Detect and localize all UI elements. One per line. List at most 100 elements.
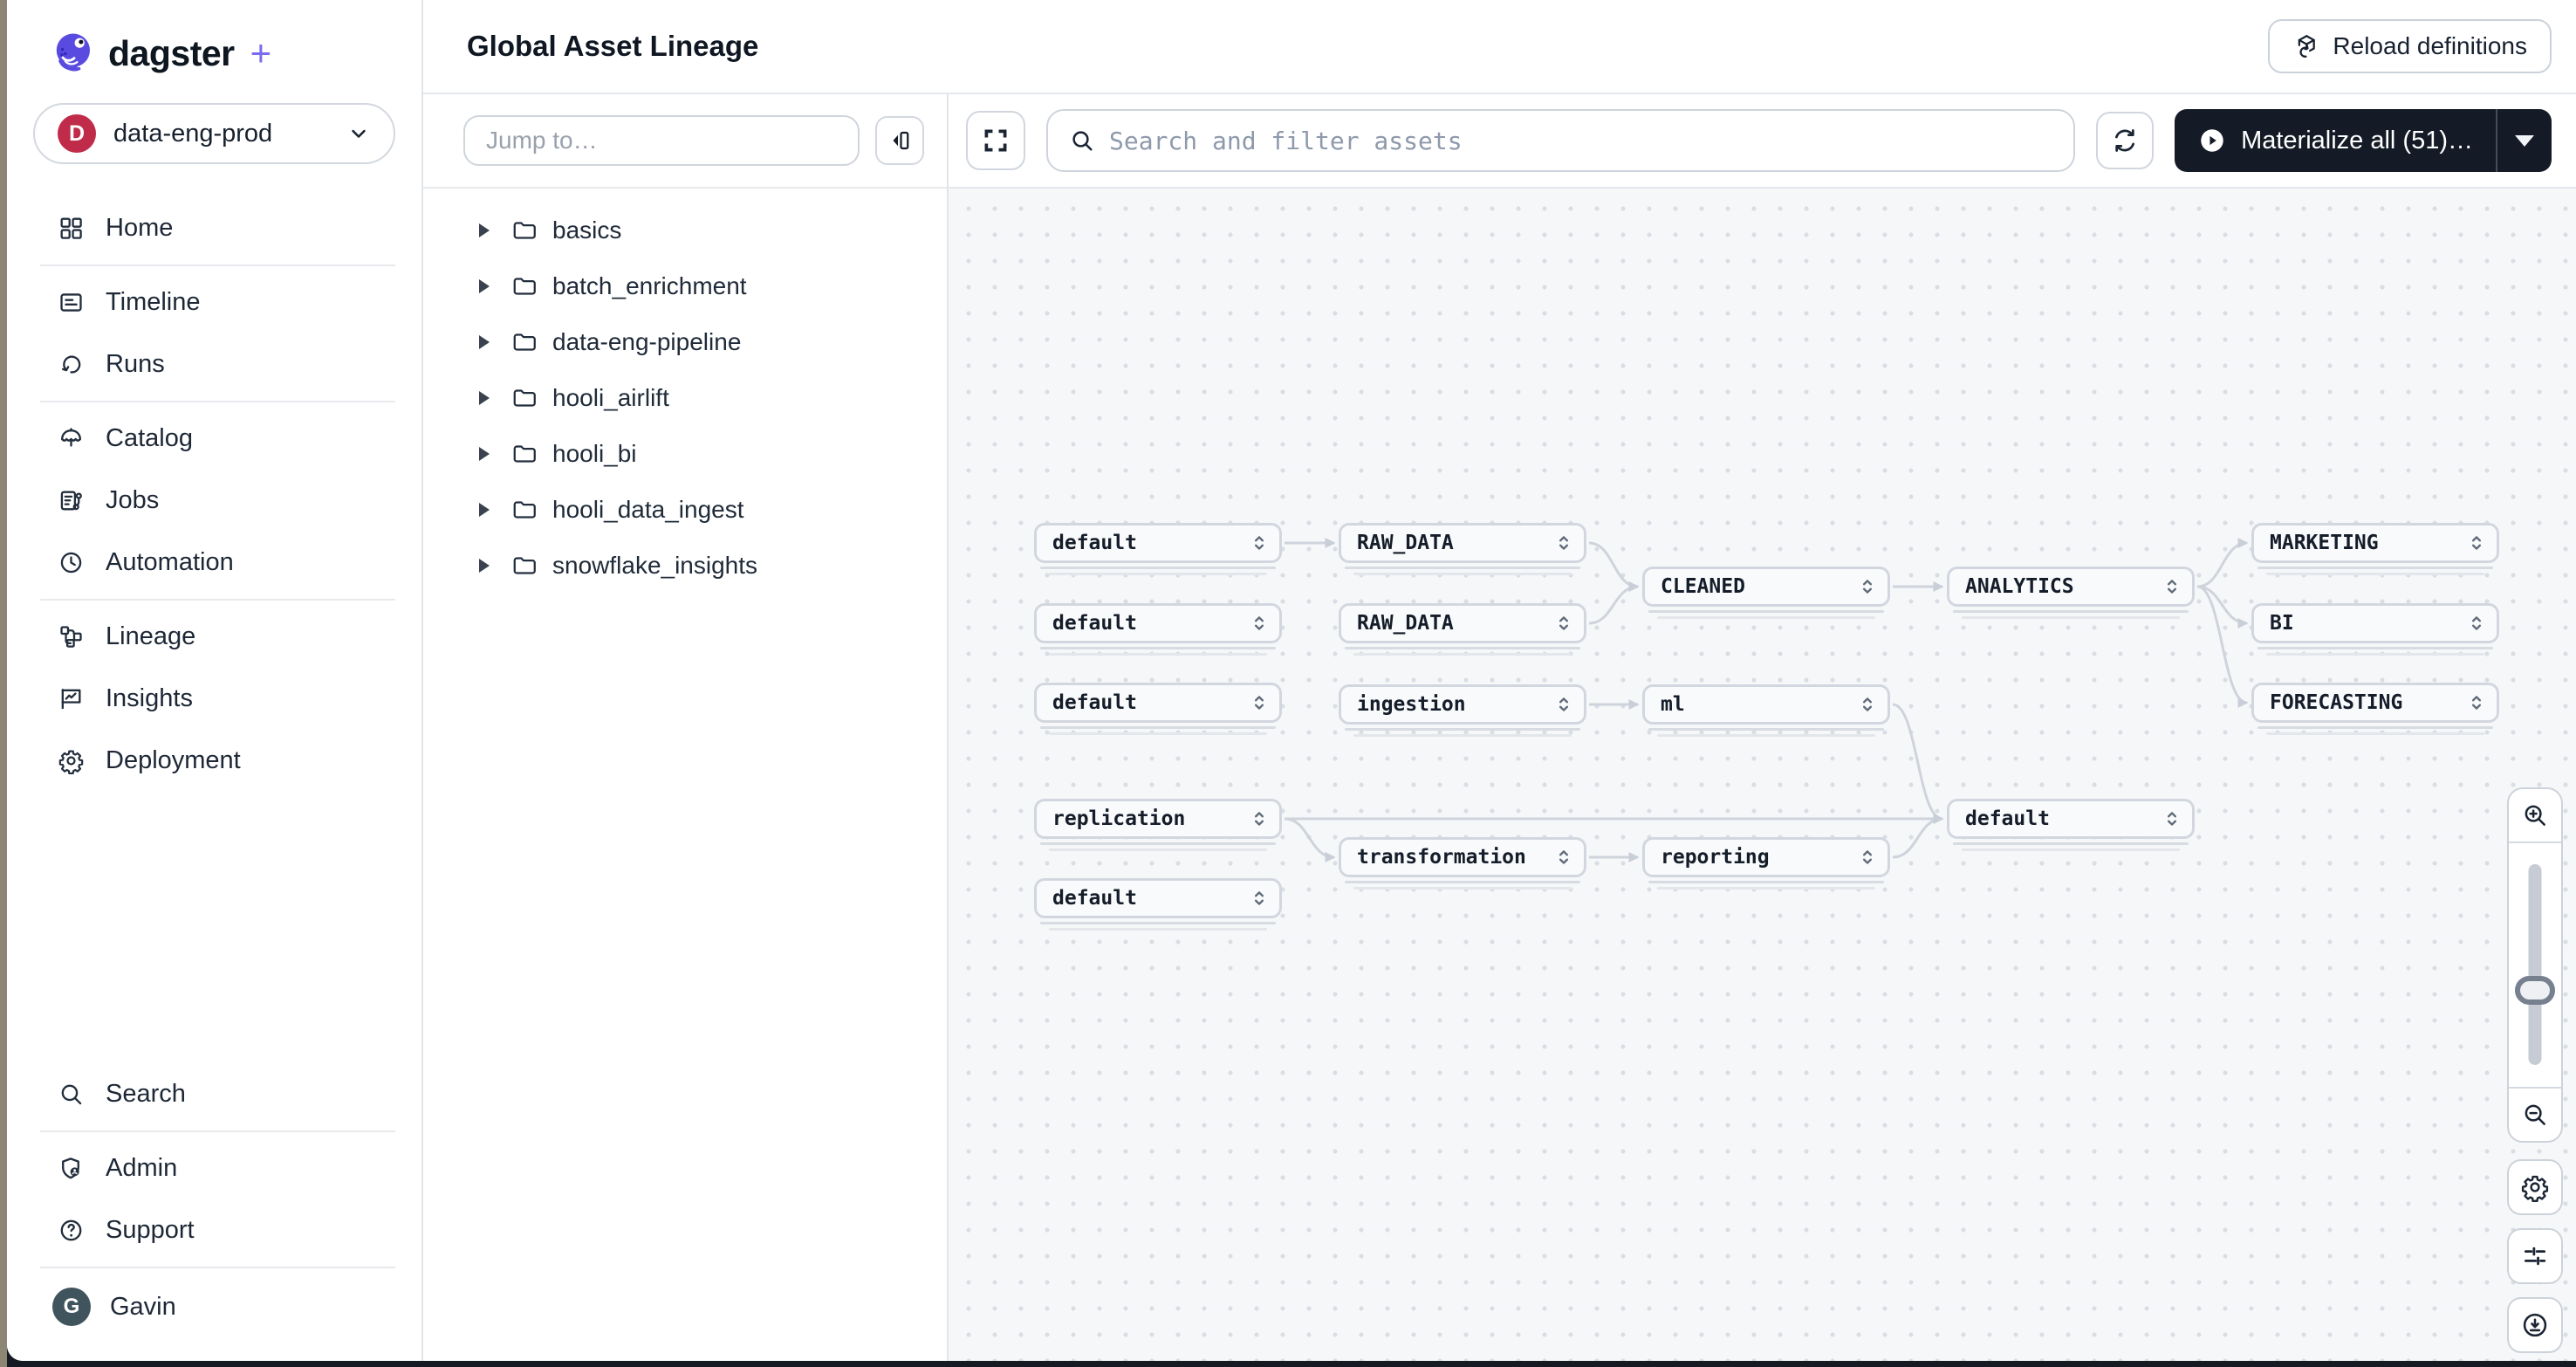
zoom-in-icon [2525, 805, 2545, 826]
unfold-icon[interactable] [1250, 693, 1269, 712]
unfold-icon[interactable] [1250, 614, 1269, 633]
asset-group-node-cleaned[interactable]: CLEANED [1642, 567, 1890, 619]
unfold-icon[interactable] [2467, 614, 2486, 633]
zoom-in-button[interactable] [2509, 789, 2561, 843]
caret-right-icon[interactable] [479, 335, 490, 349]
tree-folder-label: hooli_airlift [552, 384, 669, 411]
asset-group-node-ingestion[interactable]: ingestion [1339, 684, 1586, 737]
asset-group-node-default2[interactable]: default [1034, 603, 1282, 656]
tree-row-snowflake_insights[interactable]: snowflake_insights [423, 538, 947, 594]
sidebar-item-support[interactable]: Support [7, 1199, 421, 1261]
node-label: CLEANED [1661, 575, 1745, 598]
asset-group-node-default3[interactable]: default [1034, 683, 1282, 735]
sidebar-item-timeline[interactable]: Timeline [7, 271, 421, 333]
caret-right-icon[interactable] [479, 391, 490, 405]
sidebar-item-label: Search [106, 1080, 186, 1108]
asset-group-node-rawdata2[interactable]: RAW_DATA [1339, 603, 1586, 656]
workspace-avatar: D [58, 114, 96, 153]
graph-settings-button[interactable] [2507, 1159, 2563, 1215]
unfold-icon[interactable] [2162, 809, 2182, 828]
asset-group-node-ml[interactable]: ml [1642, 684, 1890, 737]
tree-row-hooli_airlift[interactable]: hooli_airlift [423, 370, 947, 426]
asset-group-node-transformation[interactable]: transformation [1339, 837, 1586, 890]
caret-right-icon[interactable] [479, 503, 490, 517]
asset-group-node-marketing[interactable]: MARKETING [2251, 523, 2499, 575]
tree-row-hooli_bi[interactable]: hooli_bi [423, 426, 947, 482]
download-image-button[interactable] [2507, 1297, 2563, 1353]
tree-row-batch_enrichment[interactable]: batch_enrichment [423, 258, 947, 314]
zoom-control-panel [2507, 787, 2563, 1143]
materialize-options-button[interactable] [2497, 109, 2552, 172]
tree-row-hooli_data_ingest[interactable]: hooli_data_ingest [423, 482, 947, 538]
asset-search-input[interactable] [1109, 126, 2053, 155]
materialize-all-split-button: Materialize all (51)… [2175, 109, 2552, 172]
asset-group-node-default_r[interactable]: default [1947, 799, 2195, 851]
sidebar-item-lineage[interactable]: Lineage [7, 606, 421, 668]
tree-row-data-eng-pipeline[interactable]: data-eng-pipeline [423, 314, 947, 370]
unfold-icon[interactable] [1250, 533, 1269, 553]
jump-to-input[interactable] [463, 115, 860, 166]
folder-icon [510, 217, 537, 244]
zoom-slider-track[interactable] [2528, 864, 2542, 1065]
sidebar-item-runs[interactable]: Runs [7, 333, 421, 395]
caret-right-icon[interactable] [479, 223, 490, 237]
sidebar-item-home[interactable]: Home [7, 197, 421, 259]
sidebar-item-search[interactable]: Search [7, 1063, 421, 1125]
folder-icon [510, 441, 537, 467]
unfold-icon[interactable] [2162, 577, 2182, 596]
asset-group-node-default1[interactable]: default [1034, 523, 1282, 575]
materialize-all-label: Materialize all (51)… [2241, 126, 2473, 155]
tree-row-basics[interactable]: basics [423, 203, 947, 258]
reload-definitions-button[interactable]: Reload definitions [2268, 19, 2552, 73]
zoom-out-button[interactable] [2509, 1087, 2561, 1141]
caret-down-icon [2515, 134, 2534, 147]
unfold-icon[interactable] [1250, 809, 1269, 828]
unfold-icon[interactable] [1858, 848, 1877, 867]
asset-group-node-forecasting[interactable]: FORECASTING [2251, 683, 2499, 735]
asset-search-box[interactable] [1046, 109, 2076, 172]
caret-right-icon[interactable] [479, 447, 490, 461]
unfold-icon[interactable] [2467, 693, 2486, 712]
fit-view-button[interactable] [966, 111, 1025, 170]
sidebar-item-admin[interactable]: Admin [7, 1137, 421, 1199]
workspace-switcher[interactable]: D data-eng-prod [33, 103, 395, 164]
caret-right-icon[interactable] [479, 559, 490, 573]
caret-right-icon[interactable] [479, 279, 490, 293]
sidebar-item-label: Runs [106, 350, 165, 378]
node-label: MARKETING [2270, 532, 2379, 554]
unfold-icon[interactable] [2467, 533, 2486, 553]
unfold-icon[interactable] [1250, 889, 1269, 908]
lineage-edge-reporting-default_r [1892, 814, 1944, 859]
collapse-panel-button[interactable] [875, 116, 924, 165]
unfold-icon[interactable] [1554, 848, 1573, 867]
refresh-button[interactable] [2096, 112, 2155, 169]
asset-group-node-replication[interactable]: replication [1034, 799, 1282, 851]
asset-group-node-analytics[interactable]: ANALYTICS [1947, 567, 2195, 619]
zoom-slider-thumb[interactable] [2515, 976, 2555, 1005]
sidebar-item-jobs[interactable]: Jobs [7, 470, 421, 532]
asset-group-node-default_b[interactable]: default [1034, 878, 1282, 931]
unfold-icon[interactable] [1554, 695, 1573, 714]
zoom-slider[interactable] [2509, 843, 2561, 1087]
sidebar-item-label: Jobs [106, 486, 160, 514]
dagster-logo[interactable]: dagster + [51, 30, 421, 77]
lineage-edges [1284, 538, 2249, 862]
sidebar-item-insights[interactable]: Insights [7, 668, 421, 730]
admin-shield-icon [58, 1155, 85, 1182]
materialize-all-button[interactable]: Materialize all (51)… [2175, 109, 2496, 172]
unfold-icon[interactable] [1858, 695, 1877, 714]
user-name: Gavin [110, 1292, 176, 1321]
unfold-icon[interactable] [1554, 614, 1573, 633]
unfold-icon[interactable] [1554, 533, 1573, 553]
asset-group-node-rawdata1[interactable]: RAW_DATA [1339, 523, 1586, 575]
sidebar-item-deployment[interactable]: Deployment [7, 730, 421, 792]
asset-group-node-bi[interactable]: BI [2251, 603, 2499, 656]
sidebar-item-automation[interactable]: Automation [7, 532, 421, 594]
asset-group-node-reporting[interactable]: reporting [1642, 837, 1890, 890]
unfold-icon[interactable] [1858, 577, 1877, 596]
sidebar-item-catalog[interactable]: Catalog [7, 408, 421, 470]
folder-icon [510, 273, 537, 299]
graph-filters-button[interactable] [2507, 1228, 2563, 1284]
